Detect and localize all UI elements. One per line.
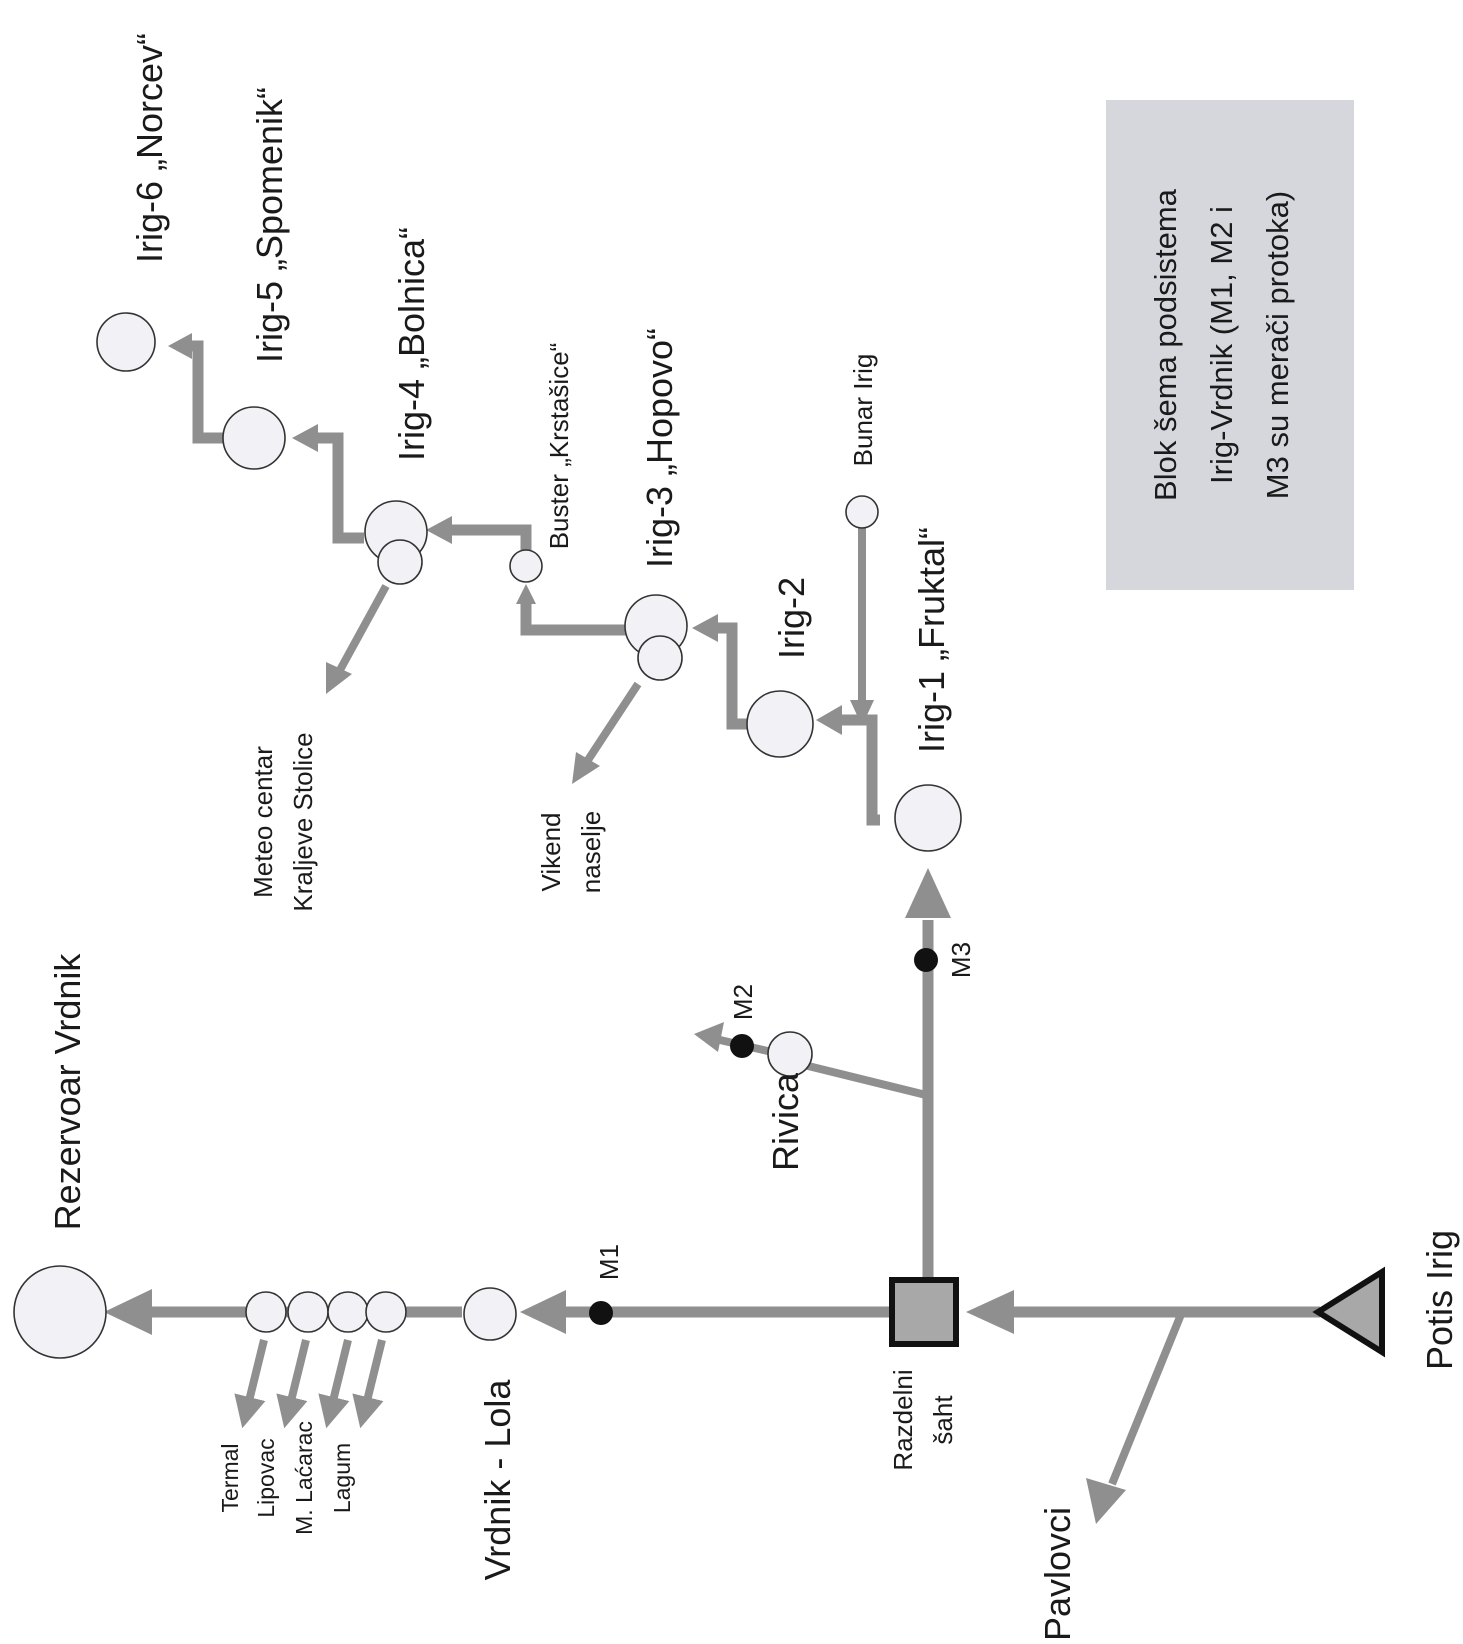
pipe-to-pavlovci — [1108, 1310, 1186, 1486]
caption-line-3: M3 su merači protoka) — [1260, 191, 1295, 499]
node-rivica — [767, 1031, 813, 1077]
meter-m3 — [914, 948, 938, 972]
label-pavlovci: Pavlovci — [1037, 1507, 1078, 1639]
node-irig4-b — [377, 539, 423, 585]
arrow-into-irig5 — [292, 424, 318, 452]
label-lagum: Lagum — [329, 1443, 355, 1513]
arrow-into-irig3 — [692, 614, 718, 642]
bunar-branch — [850, 528, 874, 726]
label-rivica: Rivica — [765, 1072, 806, 1171]
irig4-to-irig5 — [292, 424, 364, 544]
node-buster — [509, 549, 543, 583]
label-irig3: Irig-3 „Hopovo“ — [639, 328, 680, 568]
arrow-into-shaft — [966, 1290, 1014, 1334]
flow-meters: M1 M2 M3 — [589, 942, 976, 1325]
arrow-into-irig1 — [905, 868, 951, 918]
arrow-to-meteo — [326, 662, 352, 694]
label-irig5: Irig-5 „Spomenik“ — [249, 87, 290, 363]
pipe-to-vikend — [584, 681, 642, 763]
node-termal — [245, 1291, 287, 1333]
caption-line-1: Blok šema podsistema — [1148, 188, 1183, 501]
node-vrdnik-lola — [463, 1287, 517, 1341]
label-irig1: Irig-1 „Fruktal“ — [911, 527, 952, 753]
node-lacarac — [327, 1291, 369, 1333]
label-lacarac: M. Laćarac — [291, 1421, 317, 1535]
irig3-to-buster — [516, 584, 626, 636]
vrdnik-customer-branches — [234, 1339, 386, 1429]
pipe-to-lagum — [352, 1339, 386, 1429]
pipe-to-rivica — [791, 1058, 927, 1099]
caption-line-2: Irig-Vrdnik (M1, M2 i — [1204, 206, 1239, 484]
meteo-branch — [326, 584, 390, 694]
node-irig3-b — [637, 635, 683, 681]
main-trunk — [104, 1289, 1320, 1335]
label-lipovac: Lipovac — [253, 1438, 279, 1517]
arrow-into-irig6 — [168, 333, 192, 359]
pavlovci-branch — [1086, 1310, 1186, 1524]
meter-m1-label: M1 — [594, 1244, 624, 1280]
pipe-to-lipovac — [276, 1339, 310, 1429]
label-buster: Buster „Krstašice“ — [544, 343, 574, 550]
pipe-irig1-to-irig2 — [836, 714, 880, 826]
label-razdelni-line2: šaht — [928, 1395, 958, 1445]
arrow-into-irig2 — [816, 705, 842, 735]
pipe-to-lacarac — [318, 1339, 352, 1429]
pipe-to-termal — [234, 1339, 268, 1429]
arrow-from-bunar — [850, 700, 874, 726]
node-irig2 — [746, 690, 814, 758]
node-lagum — [365, 1291, 407, 1333]
arrow-into-irig4 — [426, 516, 452, 544]
arrow-rivica-out — [694, 1022, 724, 1052]
meter-m1 — [589, 1301, 613, 1325]
node-bunar-irig — [845, 495, 879, 529]
node-potis-irig — [1312, 1266, 1385, 1358]
label-vikend-line2: naselje — [576, 811, 606, 893]
vikend-branch — [572, 681, 642, 784]
nodes — [13, 312, 962, 1359]
node-irig1 — [894, 784, 962, 852]
label-bunar-irig: Bunar Irig — [848, 354, 878, 467]
label-irig6: Irig-6 „Norcev“ — [129, 33, 170, 263]
node-irig6 — [96, 312, 156, 372]
vertical-trunk — [905, 868, 951, 1278]
meter-m2-label: M2 — [728, 984, 758, 1020]
label-potis-irig: Potis Irig — [1419, 1230, 1460, 1370]
pipe-irig5-to-irig6 — [190, 340, 224, 444]
arrow-to-vikend — [572, 752, 600, 784]
caption-box: Blok šema podsistema Irig-Vrdnik (M1, M2… — [1106, 100, 1354, 590]
node-lipovac — [287, 1291, 329, 1333]
label-rezervoar-vrdnik: Rezervoar Vrdnik — [47, 953, 88, 1231]
node-irig5 — [222, 406, 286, 470]
node-rezervoar-vrdnik — [13, 1265, 107, 1359]
pipe-irig3-to-buster — [520, 604, 626, 636]
pipe-irig4-to-irig5 — [316, 432, 364, 544]
meter-m2 — [730, 1034, 754, 1058]
buster-to-irig4 — [426, 516, 532, 552]
label-meteo-line1: Meteo centar — [248, 746, 278, 898]
label-irig4: Irig-4 „Bolnica“ — [391, 227, 432, 461]
arrow-into-reservoir — [104, 1289, 152, 1335]
arrow-to-pavlovci — [1086, 1478, 1126, 1524]
irig1-to-irig2 — [816, 705, 880, 826]
pipe-irig2-to-irig3 — [714, 622, 748, 730]
pipe-buster-to-irig4 — [446, 524, 532, 552]
label-termal: Termal — [217, 1443, 243, 1512]
label-razdelni-line1: Razdelni — [888, 1369, 918, 1470]
node-labels: Irig-6 „Norcev“ Irig-5 „Spomenik“ Irig-4… — [47, 33, 1460, 1641]
irig2-to-irig3 — [692, 614, 748, 730]
label-meteo-line2: Kraljeve Stolice — [288, 732, 318, 911]
arrow-into-buster — [516, 584, 536, 604]
irig5-to-irig6 — [168, 333, 224, 444]
label-vrdnik-lola: Vrdnik - Lola — [477, 1379, 518, 1581]
label-irig2: Irig-2 — [771, 577, 812, 659]
pipe-to-meteo — [336, 584, 390, 672]
caption-background — [1106, 100, 1354, 590]
meter-m3-label: M3 — [946, 942, 976, 978]
node-razdelni-saht — [889, 1277, 959, 1347]
arrow-into-lola — [520, 1290, 566, 1334]
label-vikend-line1: Vikend — [536, 812, 566, 891]
